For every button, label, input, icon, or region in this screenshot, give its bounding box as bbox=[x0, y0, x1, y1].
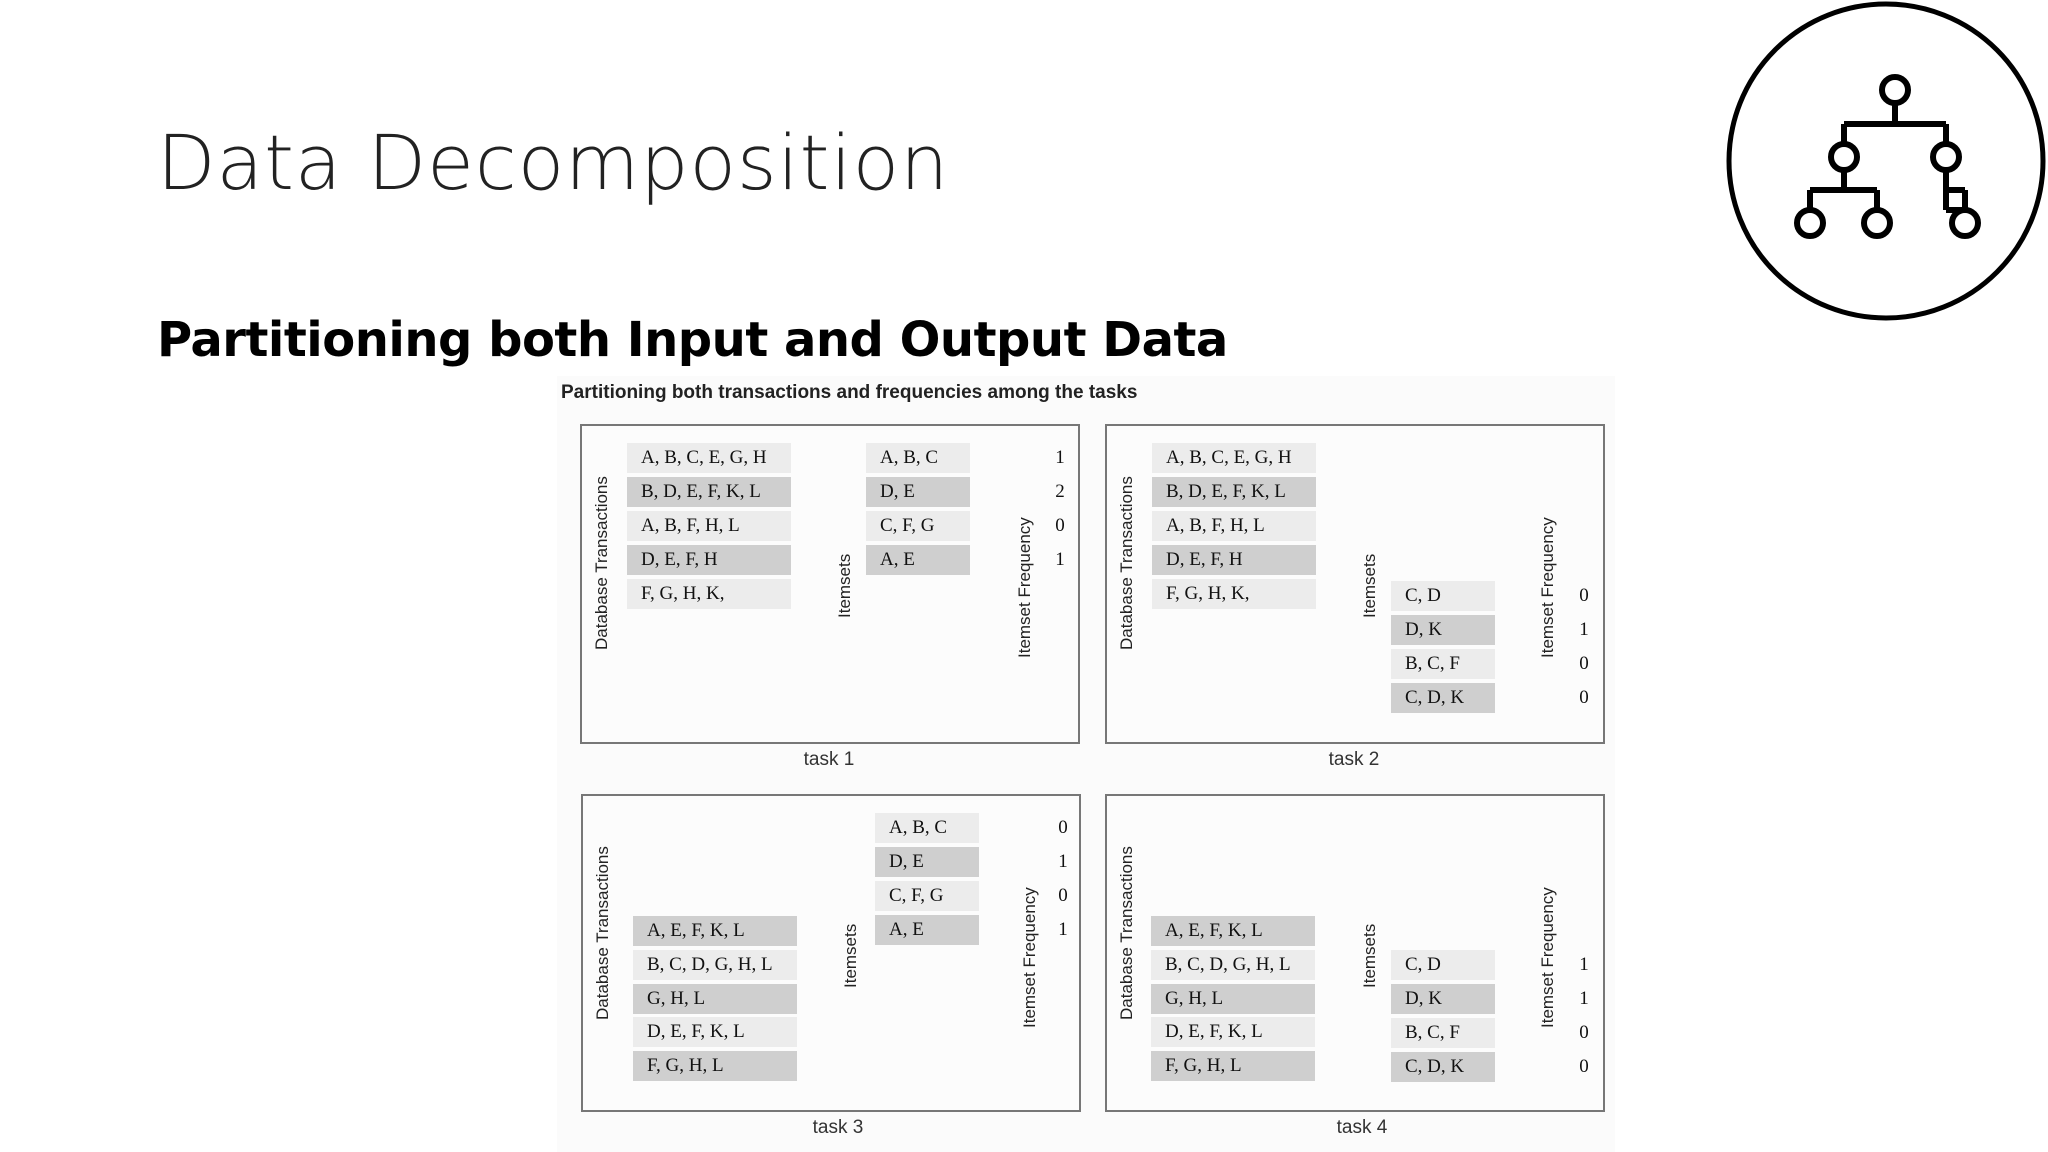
slide-title: Data Decomposition bbox=[157, 118, 950, 207]
task-1-transaction: D, E, F, H bbox=[627, 545, 791, 575]
task-1-transactions-axis: Database Transactions bbox=[592, 476, 611, 650]
task-4-itemset: B, C, F bbox=[1391, 1018, 1495, 1048]
task-2-itemset: C, D bbox=[1391, 581, 1495, 611]
task-2-itemset: D, K bbox=[1391, 615, 1495, 645]
task-4-itemset: C, D, K bbox=[1391, 1052, 1495, 1082]
task-2-frequency: 1 bbox=[1579, 619, 1589, 640]
task-3-frequency: 0 bbox=[1058, 885, 1068, 906]
task-2-transaction: A, B, F, H, L bbox=[1152, 511, 1316, 541]
figure-caption: Partitioning both transactions and frequ… bbox=[561, 382, 1138, 403]
task-2-frequency-axis: Itemset Frequency bbox=[1538, 517, 1557, 658]
task-3-itemset: D, E bbox=[875, 847, 979, 877]
task-2-transaction: A, B, C, E, G, H bbox=[1152, 443, 1316, 473]
slide-subtitle: Partitioning both Input and Output Data bbox=[157, 312, 1228, 368]
task-2-transactions-axis: Database Transactions bbox=[1117, 476, 1136, 650]
task-3-itemset: A, E bbox=[875, 915, 979, 945]
task-1-itemset: C, F, G bbox=[866, 511, 970, 541]
task-4-frequency-axis: Itemset Frequency bbox=[1538, 887, 1557, 1028]
task-4-panel: Database Transactions A, E, F, K, L B, C… bbox=[1105, 794, 1605, 1112]
task-2-panel: Database Transactions A, B, C, E, G, H B… bbox=[1105, 424, 1605, 744]
task-3-frequency: 1 bbox=[1058, 919, 1068, 940]
task-4-itemset: C, D bbox=[1391, 950, 1495, 980]
task-4-label: task 4 bbox=[1336, 1117, 1388, 1138]
task-2-transaction: D, E, F, H bbox=[1152, 545, 1316, 575]
task-1-transaction: A, B, F, H, L bbox=[627, 511, 791, 541]
task-3-transaction: B, C, D, G, H, L bbox=[633, 950, 797, 980]
task-3-frequency: 1 bbox=[1058, 851, 1068, 872]
task-1-itemset: D, E bbox=[866, 477, 970, 507]
task-4-transactions-axis: Database Transactions bbox=[1117, 846, 1136, 1020]
task-4-frequency: 1 bbox=[1579, 988, 1589, 1009]
task-2-transaction: F, G, H, K, bbox=[1152, 579, 1316, 609]
task-1-label: task 1 bbox=[803, 749, 855, 770]
task-2-frequency: 0 bbox=[1579, 653, 1589, 674]
task-3-transaction: G, H, L bbox=[633, 984, 797, 1014]
task-4-transaction: D, E, F, K, L bbox=[1151, 1017, 1315, 1047]
task-3-transactions-axis: Database Transactions bbox=[593, 846, 612, 1020]
task-1-frequency-axis: Itemset Frequency bbox=[1015, 517, 1034, 658]
partition-figure: Partitioning both transactions and frequ… bbox=[557, 376, 1615, 1152]
task-4-frequency: 1 bbox=[1579, 954, 1589, 975]
task-1-transaction: B, D, E, F, K, L bbox=[627, 477, 791, 507]
task-4-frequency: 0 bbox=[1579, 1022, 1589, 1043]
task-1-itemset: A, E bbox=[866, 545, 970, 575]
task-2-itemset: C, D, K bbox=[1391, 683, 1495, 713]
task-3-transaction: F, G, H, L bbox=[633, 1051, 797, 1081]
task-4-frequency: 0 bbox=[1579, 1056, 1589, 1077]
hierarchy-tree-icon bbox=[1726, 1, 2046, 321]
task-3-label: task 3 bbox=[812, 1117, 864, 1138]
task-4-transaction: G, H, L bbox=[1151, 984, 1315, 1014]
task-1-frequency: 1 bbox=[1055, 549, 1065, 570]
task-3-itemsets-axis: Itemsets bbox=[841, 923, 860, 988]
task-4-itemsets-axis: Itemsets bbox=[1360, 923, 1379, 988]
task-4-transaction: B, C, D, G, H, L bbox=[1151, 950, 1315, 980]
task-3-transaction: A, E, F, K, L bbox=[633, 916, 797, 946]
task-2-itemsets-axis: Itemsets bbox=[1360, 553, 1379, 618]
task-1-itemset: A, B, C bbox=[866, 443, 970, 473]
task-1-frequency: 0 bbox=[1055, 515, 1065, 536]
task-4-transaction: A, E, F, K, L bbox=[1151, 916, 1315, 946]
task-3-frequency-axis: Itemset Frequency bbox=[1020, 887, 1039, 1028]
task-1-itemsets-axis: Itemsets bbox=[835, 553, 854, 618]
task-2-transaction: B, D, E, F, K, L bbox=[1152, 477, 1316, 507]
task-1-transaction: F, G, H, K, bbox=[627, 579, 791, 609]
task-3-transaction: D, E, F, K, L bbox=[633, 1017, 797, 1047]
task-2-label: task 2 bbox=[1328, 749, 1380, 770]
task-1-frequency: 1 bbox=[1055, 447, 1065, 468]
task-3-itemset: A, B, C bbox=[875, 813, 979, 843]
task-1-frequency: 2 bbox=[1055, 481, 1065, 502]
task-3-frequency: 0 bbox=[1058, 817, 1068, 838]
task-2-itemset: B, C, F bbox=[1391, 649, 1495, 679]
task-4-itemset: D, K bbox=[1391, 984, 1495, 1014]
task-2-frequency: 0 bbox=[1579, 687, 1589, 708]
task-1-transaction: A, B, C, E, G, H bbox=[627, 443, 791, 473]
task-2-frequency: 0 bbox=[1579, 585, 1589, 606]
task-1-panel: Database Transactions A, B, C, E, G, H B… bbox=[580, 424, 1080, 744]
task-3-panel: Database Transactions A, E, F, K, L B, C… bbox=[581, 794, 1081, 1112]
task-3-itemset: C, F, G bbox=[875, 881, 979, 911]
task-4-transaction: F, G, H, L bbox=[1151, 1051, 1315, 1081]
